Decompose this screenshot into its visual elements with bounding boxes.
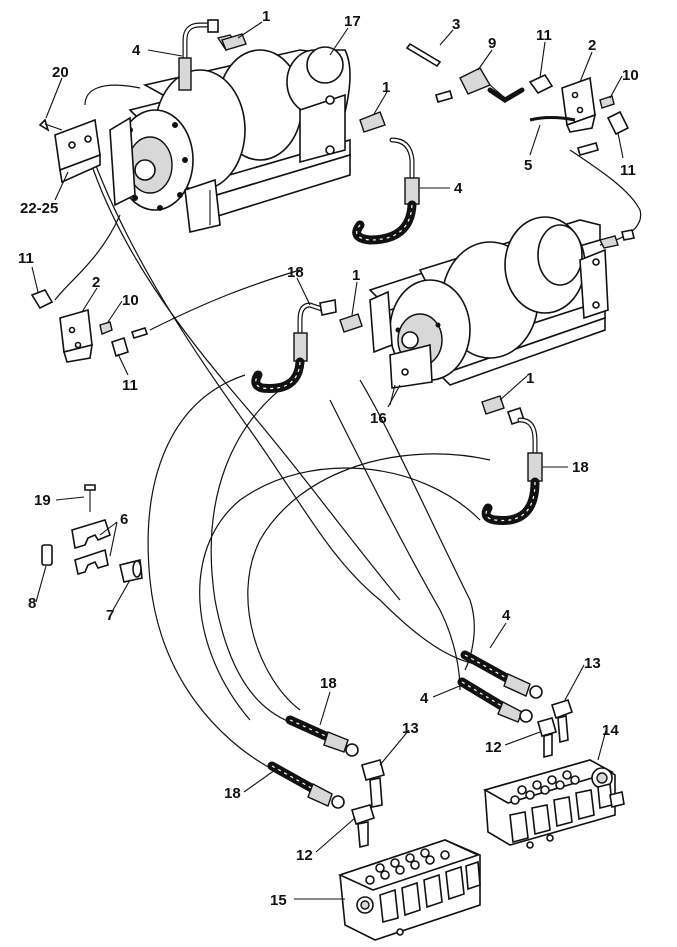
leader-lines [31, 21, 624, 900]
callout-9: 9 [488, 35, 496, 52]
callout-1: 1 [526, 370, 534, 387]
control-valve-15 [337, 839, 481, 941]
callout-4: 4 [454, 180, 463, 197]
callout-17: 17 [344, 13, 361, 30]
callout-13: 13 [584, 655, 601, 672]
callout-18: 18 [224, 785, 241, 802]
clamp-hardware [41, 484, 143, 583]
callout-18: 18 [287, 264, 304, 281]
callout-2: 2 [92, 274, 100, 291]
callout-10: 10 [622, 67, 639, 84]
callout-4: 4 [132, 42, 141, 59]
callout-20: 20 [52, 64, 69, 81]
callout-22-25: 22-25 [20, 200, 58, 217]
callout-12: 12 [485, 739, 502, 756]
bracket-22-25 [38, 118, 101, 184]
callout-10: 10 [122, 292, 139, 309]
fittings-left [30, 289, 149, 363]
hose-18-right [481, 395, 543, 526]
callout-11: 11 [620, 162, 636, 179]
callout-11: 11 [536, 27, 552, 44]
fitting-1-top [221, 33, 247, 51]
hoses-lower [267, 650, 543, 809]
callout-4: 4 [502, 607, 511, 624]
fittings-13-12-left [351, 759, 385, 849]
callout-16: 16 [370, 410, 387, 427]
callout-1: 1 [262, 8, 270, 25]
callout-1: 1 [352, 267, 360, 284]
control-valve-14 [482, 759, 625, 849]
callout-6: 6 [120, 511, 128, 528]
callout-19: 19 [34, 492, 51, 509]
callout-4: 4 [420, 690, 429, 707]
callout-3: 3 [452, 16, 460, 33]
callout-14: 14 [602, 722, 619, 739]
fittings-upper-right [405, 42, 630, 156]
winch-upper [109, 46, 351, 233]
callout-12: 12 [296, 847, 313, 864]
callout-labels: 1 17 4 20 22-25 3 9 11 2 10 1 5 11 4 11 … [18, 8, 639, 909]
callout-11: 11 [18, 250, 34, 267]
callout-5: 5 [524, 157, 532, 174]
callout-15: 15 [270, 892, 287, 909]
callout-18: 18 [320, 675, 337, 692]
callout-1: 1 [382, 79, 390, 96]
callout-18: 18 [572, 459, 589, 476]
callout-13: 13 [402, 720, 419, 737]
callout-8: 8 [28, 595, 36, 612]
hose-routing-lines [54, 84, 642, 769]
hose-4-middle [352, 111, 420, 245]
winch-middle [368, 216, 635, 389]
callout-7: 7 [106, 607, 114, 624]
fittings-13-12-right [537, 699, 574, 759]
hose-18-middle [251, 299, 363, 393]
callout-2: 2 [588, 37, 596, 54]
callout-11: 11 [122, 377, 138, 394]
